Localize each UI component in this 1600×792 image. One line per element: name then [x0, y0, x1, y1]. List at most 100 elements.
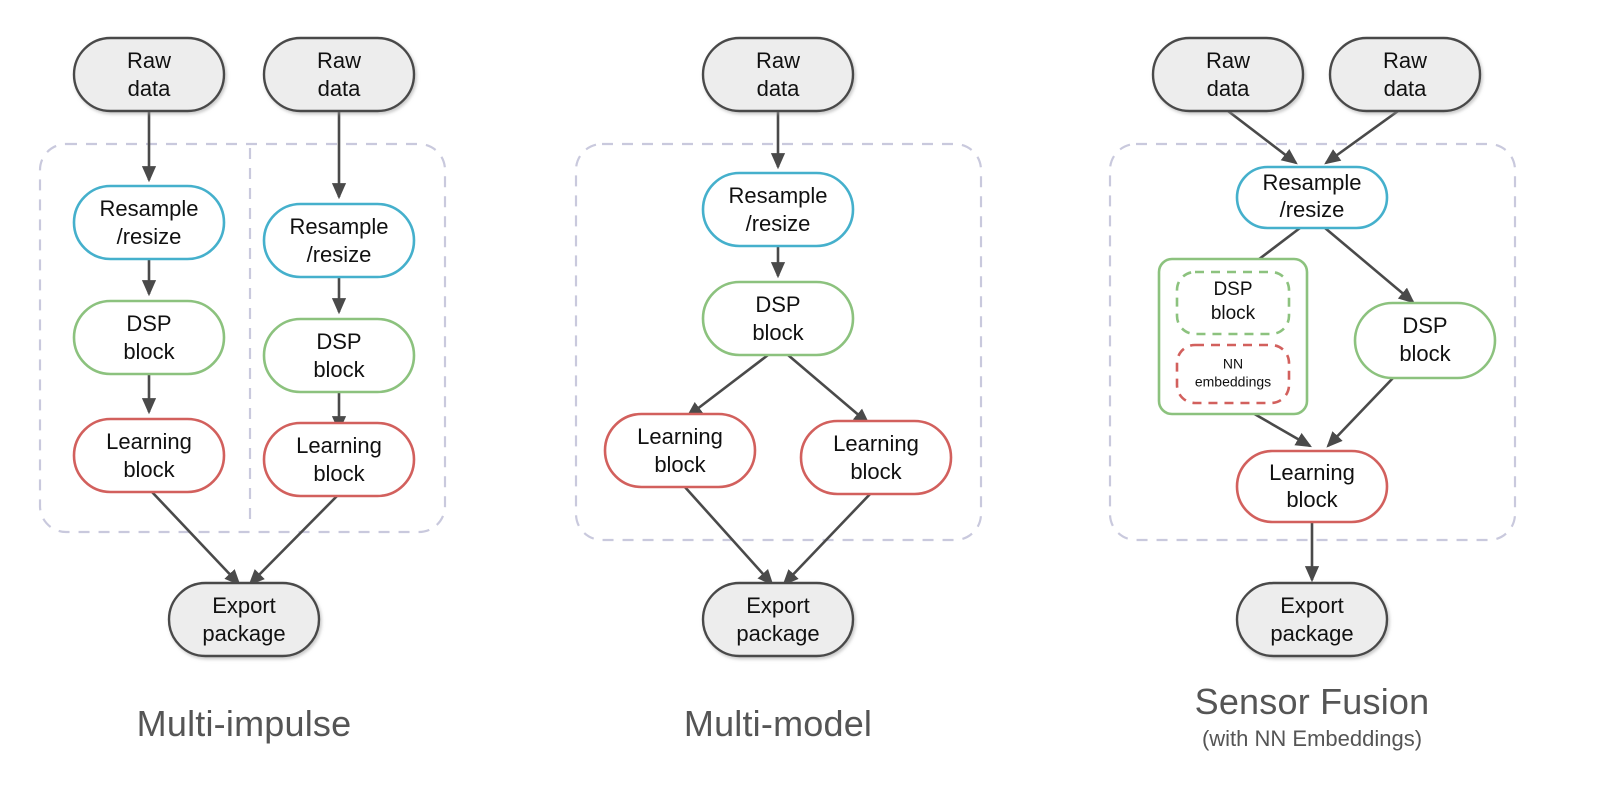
node-shape: [1235, 581, 1389, 658]
edge-learning1-export1: [683, 485, 774, 586]
node-text-line1: Raw: [1206, 48, 1250, 73]
node-raw-data[interactable]: Raw data: [72, 36, 226, 113]
node-learning-block[interactable]: Learning block: [799, 419, 953, 496]
node-shape: [701, 280, 855, 357]
node-text-line2: block: [313, 357, 365, 382]
node-raw-data[interactable]: Raw data: [1328, 36, 1482, 113]
node-text-line1: DSP: [1402, 313, 1447, 338]
node-shape: [262, 36, 416, 113]
node-export-package[interactable]: Export package: [167, 581, 321, 658]
node-export-package[interactable]: Export package: [1235, 581, 1389, 658]
node-shape: [167, 581, 321, 658]
node-text-line2: package: [1270, 621, 1353, 646]
node-learning-block[interactable]: Learning block: [262, 421, 416, 498]
node-learning-block[interactable]: Learning block: [72, 417, 226, 494]
node-shape: [1175, 270, 1291, 336]
edge-learning2-export1: [782, 491, 873, 586]
edge-dspgroup-learning1: [1250, 410, 1312, 448]
node-text-line2: block: [752, 320, 804, 345]
node-text-line1: Export: [1280, 593, 1344, 618]
node-learning-block[interactable]: Learning block: [603, 412, 757, 489]
node-text-line2: /resize: [1280, 197, 1345, 222]
edge-resample1-dsp2: [1324, 227, 1415, 304]
impulse-container-1: [38, 142, 447, 534]
node-learning-block[interactable]: Learning block: [1235, 449, 1389, 524]
node-dsp-group[interactable]: DSP block NN embeddings: [1157, 257, 1309, 416]
node-text-line2: data: [1207, 76, 1251, 101]
column-title-multi-model: Multi-model: [684, 703, 872, 744]
node-text-line2: data: [757, 76, 801, 101]
node-text-line2: package: [202, 621, 285, 646]
edge-dsp2-learning1: [1326, 377, 1394, 448]
column-title-sensor-fusion: Sensor Fusion: [1195, 681, 1430, 722]
node-text-line1: DSP: [126, 311, 171, 336]
node-nn-embeddings-dashed[interactable]: NN embeddings: [1175, 343, 1291, 405]
node-text-line2: /resize: [307, 242, 372, 267]
node-text-line1: Resample: [99, 196, 198, 221]
node-shape: [701, 581, 855, 658]
node-resample-resize[interactable]: Resample /resize: [72, 184, 226, 261]
node-resample-resize[interactable]: Resample /resize: [1235, 165, 1389, 230]
node-text-line2: block: [1286, 487, 1338, 512]
node-text-line1: DSP: [1213, 279, 1252, 300]
node-shape: [262, 421, 416, 498]
node-raw-data[interactable]: Raw data: [701, 36, 855, 113]
node-text-line1: Export: [746, 593, 810, 618]
node-text-line1: Raw: [756, 48, 800, 73]
node-resample-resize[interactable]: Resample /resize: [701, 171, 855, 248]
node-text-line2: data: [1384, 76, 1428, 101]
column-multi-model: Raw data Resample /resize DSP block Lear…: [574, 36, 983, 744]
node-text-line2: embeddings: [1195, 374, 1271, 390]
edge-learning2-export1: [248, 495, 338, 586]
node-text-line1: DSP: [755, 292, 800, 317]
node-text-line1: DSP: [316, 329, 361, 354]
node-dsp-block[interactable]: DSP block: [262, 317, 416, 394]
node-shape: [72, 299, 226, 376]
node-shape: [1353, 301, 1497, 380]
node-dsp-block[interactable]: DSP block: [1353, 301, 1497, 380]
column-subtitle-sensor-fusion: (with NN Embeddings): [1202, 726, 1422, 751]
node-text-line2: block: [313, 461, 365, 486]
edge-rawdata1-resample1: [1227, 109, 1298, 165]
node-shape: [262, 202, 416, 279]
node-shape: [603, 412, 757, 489]
node-text-line1: Resample: [1262, 170, 1361, 195]
node-text-line1: Learning: [833, 431, 919, 456]
node-raw-data[interactable]: Raw data: [1151, 36, 1305, 113]
node-resample-resize[interactable]: Resample /resize: [262, 202, 416, 279]
node-raw-data[interactable]: Raw data: [262, 36, 416, 113]
edge-rawdata2-resample1: [1324, 109, 1399, 165]
node-text-line1: Learning: [637, 424, 723, 449]
node-text-line1: Learning: [1269, 460, 1355, 485]
node-text-line2: /resize: [117, 224, 182, 249]
node-shape: [1235, 165, 1389, 230]
node-shape: [72, 36, 226, 113]
node-shape: [1151, 36, 1305, 113]
edge-dsp1-learning2: [787, 354, 870, 425]
node-shape: [1175, 343, 1291, 405]
node-text-line2: block: [123, 457, 175, 482]
node-text-line2: package: [736, 621, 819, 646]
node-shape: [1235, 449, 1389, 524]
impulse-container-3: [1108, 142, 1517, 542]
node-text-line1: Resample: [289, 214, 388, 239]
node-dsp-block-dashed[interactable]: DSP block: [1175, 270, 1291, 336]
node-text-line2: /resize: [746, 211, 811, 236]
node-text-line2: data: [128, 76, 172, 101]
node-text-line2: block: [654, 452, 706, 477]
node-text-line2: data: [318, 76, 362, 101]
node-export-package[interactable]: Export package: [701, 581, 855, 658]
node-shape: [701, 36, 855, 113]
column-title-multi-impulse: Multi-impulse: [137, 703, 352, 744]
edge-learning1-export1: [151, 491, 241, 586]
column-multi-impulse: Raw data Raw data Resample /resize Resam…: [38, 36, 447, 744]
node-text-line1: Export: [212, 593, 276, 618]
node-text-line2: block: [850, 459, 902, 484]
node-dsp-block[interactable]: DSP block: [72, 299, 226, 376]
node-shape: [262, 317, 416, 394]
node-dsp-block[interactable]: DSP block: [701, 280, 855, 357]
node-text-line1: Raw: [317, 48, 361, 73]
node-text-line1: Resample: [728, 183, 827, 208]
